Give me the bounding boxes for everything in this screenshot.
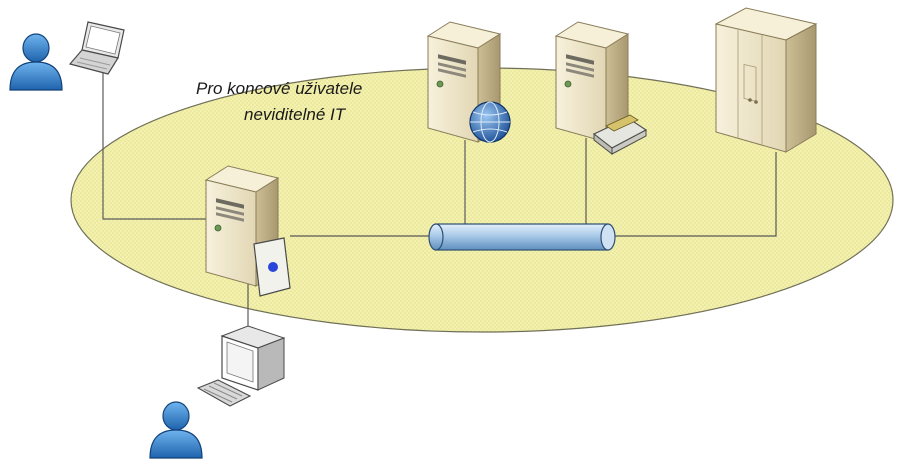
network-pipe-icon: [428, 223, 616, 251]
user-icon: [149, 401, 203, 459]
printer-icon: [592, 114, 648, 156]
user-icon: [9, 33, 63, 91]
server-with-globe-icon: [427, 21, 511, 143]
zone-caption-line-1: Pro koncové uživatele: [196, 79, 362, 98]
globe-icon: [469, 101, 511, 143]
mainframe-cabinet-icon: [714, 7, 818, 153]
zone-caption-line-2: neviditelné IT: [244, 105, 347, 124]
computer-monitor-icon: [220, 325, 286, 391]
keyboard-icon: [196, 379, 252, 407]
laptop-icon: [68, 21, 125, 75]
connection-lines: [102, 72, 777, 330]
server-with-printer-icon: [555, 21, 648, 156]
smart-card-icon: [253, 237, 291, 297]
